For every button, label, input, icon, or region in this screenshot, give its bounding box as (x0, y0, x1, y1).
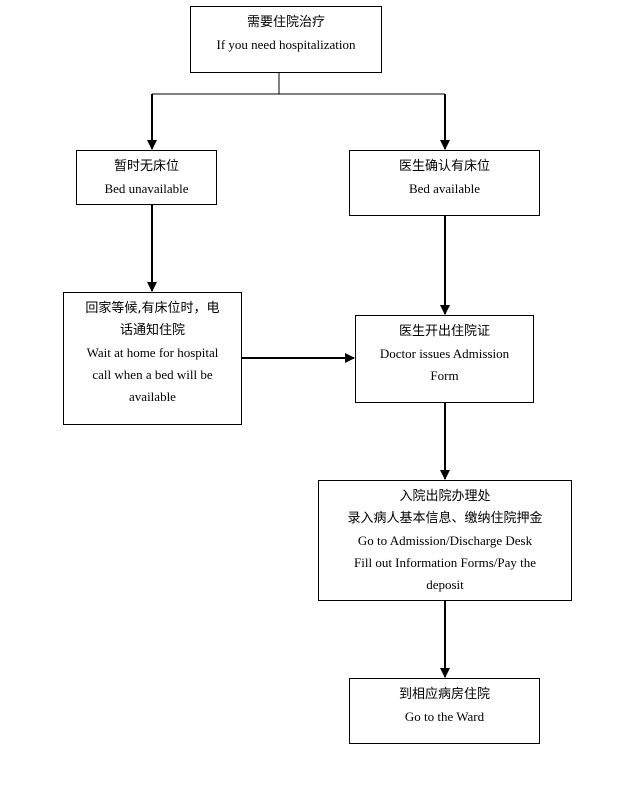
node-label-en-line2: Form (430, 368, 459, 383)
node-label-zh: 暂时无床位 (113, 159, 179, 174)
node-admission-form: 医生开出住院证 Doctor issues Admission Form (355, 315, 534, 403)
node-admission-desk: 入院出院办理处 录入病人基本信息、缴纳住院押金 Go to Admission/… (318, 480, 572, 601)
node-bed-available: 医生确认有床位 Bed available (349, 150, 540, 216)
node-label-en-line1: Wait at home for hospital (86, 345, 219, 360)
node-wait-at-home: 回家等候,有床位时，电 话通知住院 Wait at home for hospi… (63, 292, 242, 425)
node-label-zh: 需要住院治疗 (246, 15, 325, 30)
node-label-en: Bed available (408, 181, 481, 196)
node-label-zh: 医生开出住院证 (398, 324, 490, 339)
node-label-en-line2: call when a bed will be (92, 367, 213, 382)
node-label-en-line3: available (129, 389, 176, 404)
node-label-en: If you need hospitalization (216, 37, 356, 52)
node-label-en-line3: deposit (426, 577, 464, 592)
node-label-zh-line2: 话通知住院 (119, 323, 185, 338)
node-label-en: Go to the Ward (404, 709, 485, 724)
node-label-zh-line1: 入院出院办理处 (399, 489, 491, 504)
node-label-en-line1: Doctor issues Admission (379, 346, 510, 361)
node-label-zh: 到相应病房住院 (398, 687, 490, 702)
node-label-zh: 医生确认有床位 (398, 159, 490, 174)
node-need-hospitalization: 需要住院治疗 If you need hospitalization (190, 6, 382, 73)
node-label-en: Bed unavailable (104, 181, 189, 196)
node-bed-unavailable: 暂时无床位 Bed unavailable (76, 150, 217, 205)
node-label-en-line2: Fill out Information Forms/Pay the (354, 555, 536, 570)
node-label-zh-line1: 回家等候,有床位时，电 (85, 301, 220, 316)
node-label-zh-line2: 录入病人基本信息、缴纳住院押金 (347, 511, 543, 526)
node-label-en-line1: Go to Admission/Discharge Desk (357, 533, 533, 548)
node-go-to-ward: 到相应病房住院 Go to the Ward (349, 678, 540, 744)
